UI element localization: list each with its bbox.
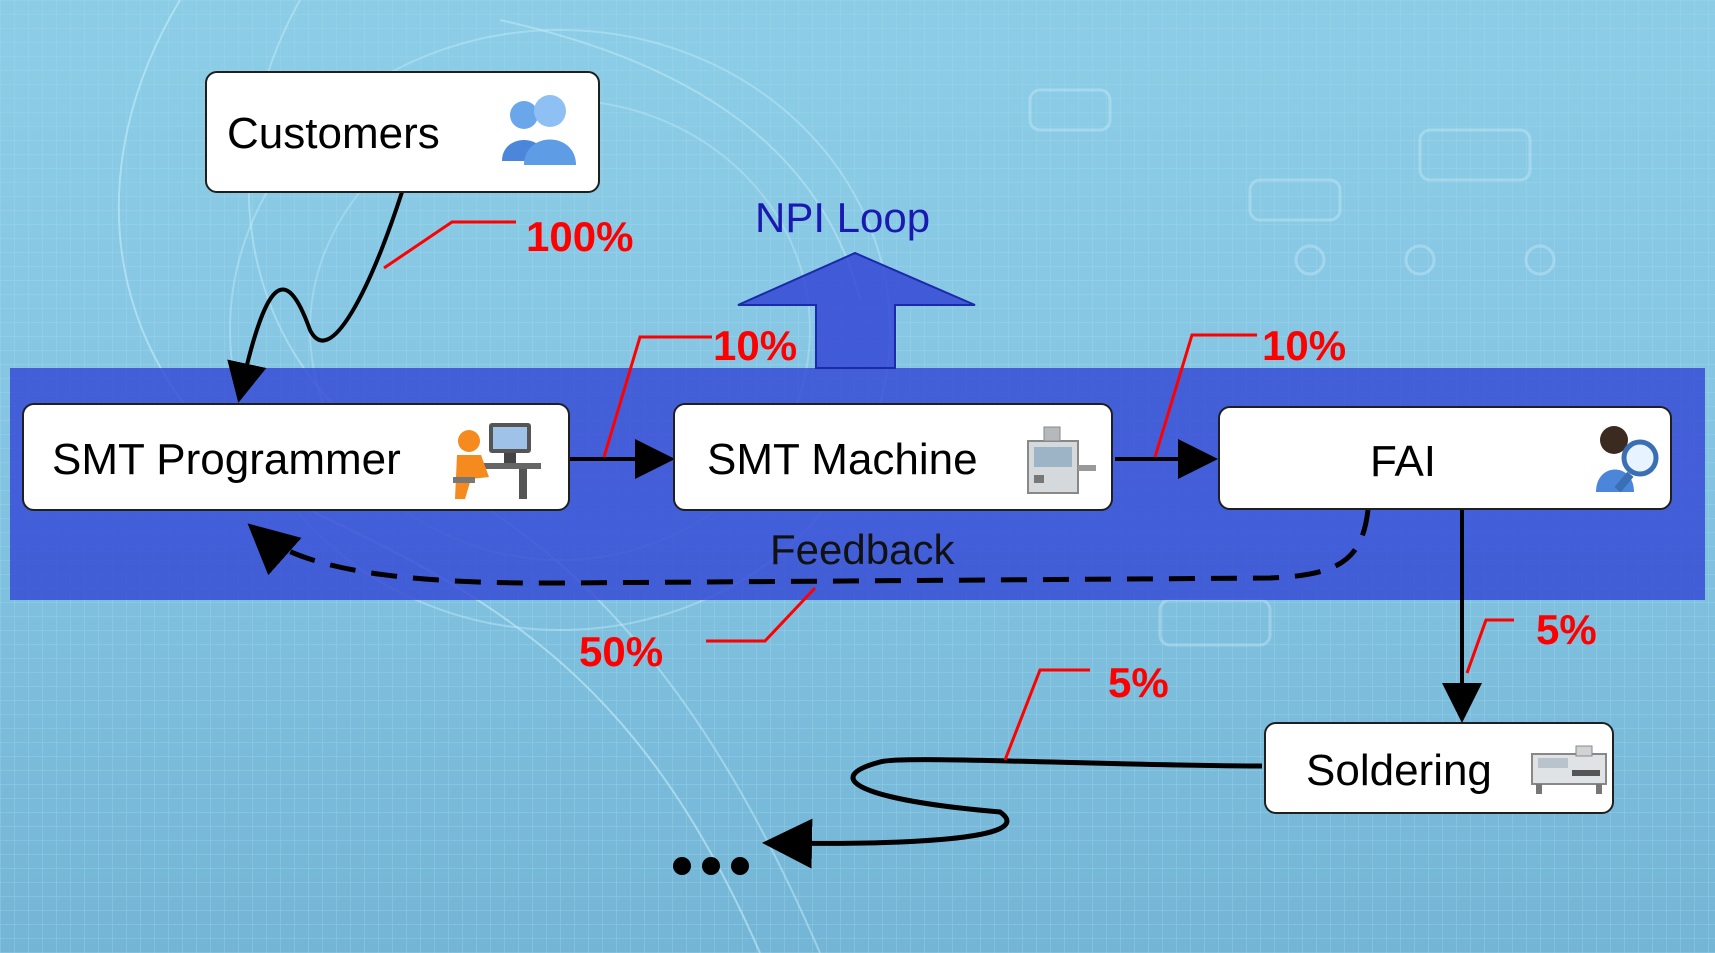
percent-customers-to-programmer: 100% bbox=[526, 213, 634, 260]
node-fai[interactable]: FAI bbox=[1218, 406, 1672, 510]
users-icon bbox=[502, 95, 576, 165]
npi-loop-arrow bbox=[737, 251, 976, 369]
node-customers[interactable]: Customers bbox=[205, 71, 600, 193]
node-smt-programmer-label: SMT Programmer bbox=[52, 435, 401, 484]
node-smt-programmer[interactable]: SMT Programmer bbox=[22, 403, 570, 511]
feedback-arrow bbox=[247, 509, 1371, 586]
node-soldering-label: Soldering bbox=[1306, 746, 1492, 795]
soldering-onward-arrow bbox=[762, 757, 1263, 869]
percent-soldering-onward: 5% bbox=[1108, 659, 1169, 706]
npi-loop-label: NPI Loop bbox=[755, 194, 931, 241]
programmer-at-computer-icon bbox=[453, 423, 541, 499]
callout-leader-5b bbox=[1003, 668, 1090, 761]
percent-programmer-to-machine: 10% bbox=[713, 322, 798, 369]
callout-leader-10b bbox=[1153, 333, 1257, 458]
feedback-label: Feedback bbox=[770, 526, 955, 573]
node-customers-label: Customers bbox=[227, 109, 440, 158]
percent-feedback: 50% bbox=[579, 628, 664, 675]
continuation-ellipsis bbox=[673, 857, 749, 875]
callout-leader-100 bbox=[383, 220, 516, 270]
percent-fai-to-soldering: 5% bbox=[1536, 606, 1597, 653]
soldering-oven-icon bbox=[1531, 745, 1607, 794]
node-soldering[interactable]: Soldering bbox=[1264, 722, 1614, 814]
node-smt-machine-label: SMT Machine bbox=[707, 435, 978, 484]
node-fai-label: FAI bbox=[1370, 437, 1437, 486]
smt-machine-icon bbox=[1027, 426, 1096, 494]
inspector-magnifier-icon bbox=[1596, 426, 1659, 493]
callout-leader-50 bbox=[706, 586, 817, 643]
percent-machine-to-fai: 10% bbox=[1262, 322, 1347, 369]
callout-leader-5a bbox=[1465, 618, 1514, 674]
callout-leader-10a bbox=[602, 335, 712, 458]
customers-to-programmer-arrow bbox=[227, 191, 404, 403]
node-smt-machine[interactable]: SMT Machine bbox=[673, 403, 1113, 511]
